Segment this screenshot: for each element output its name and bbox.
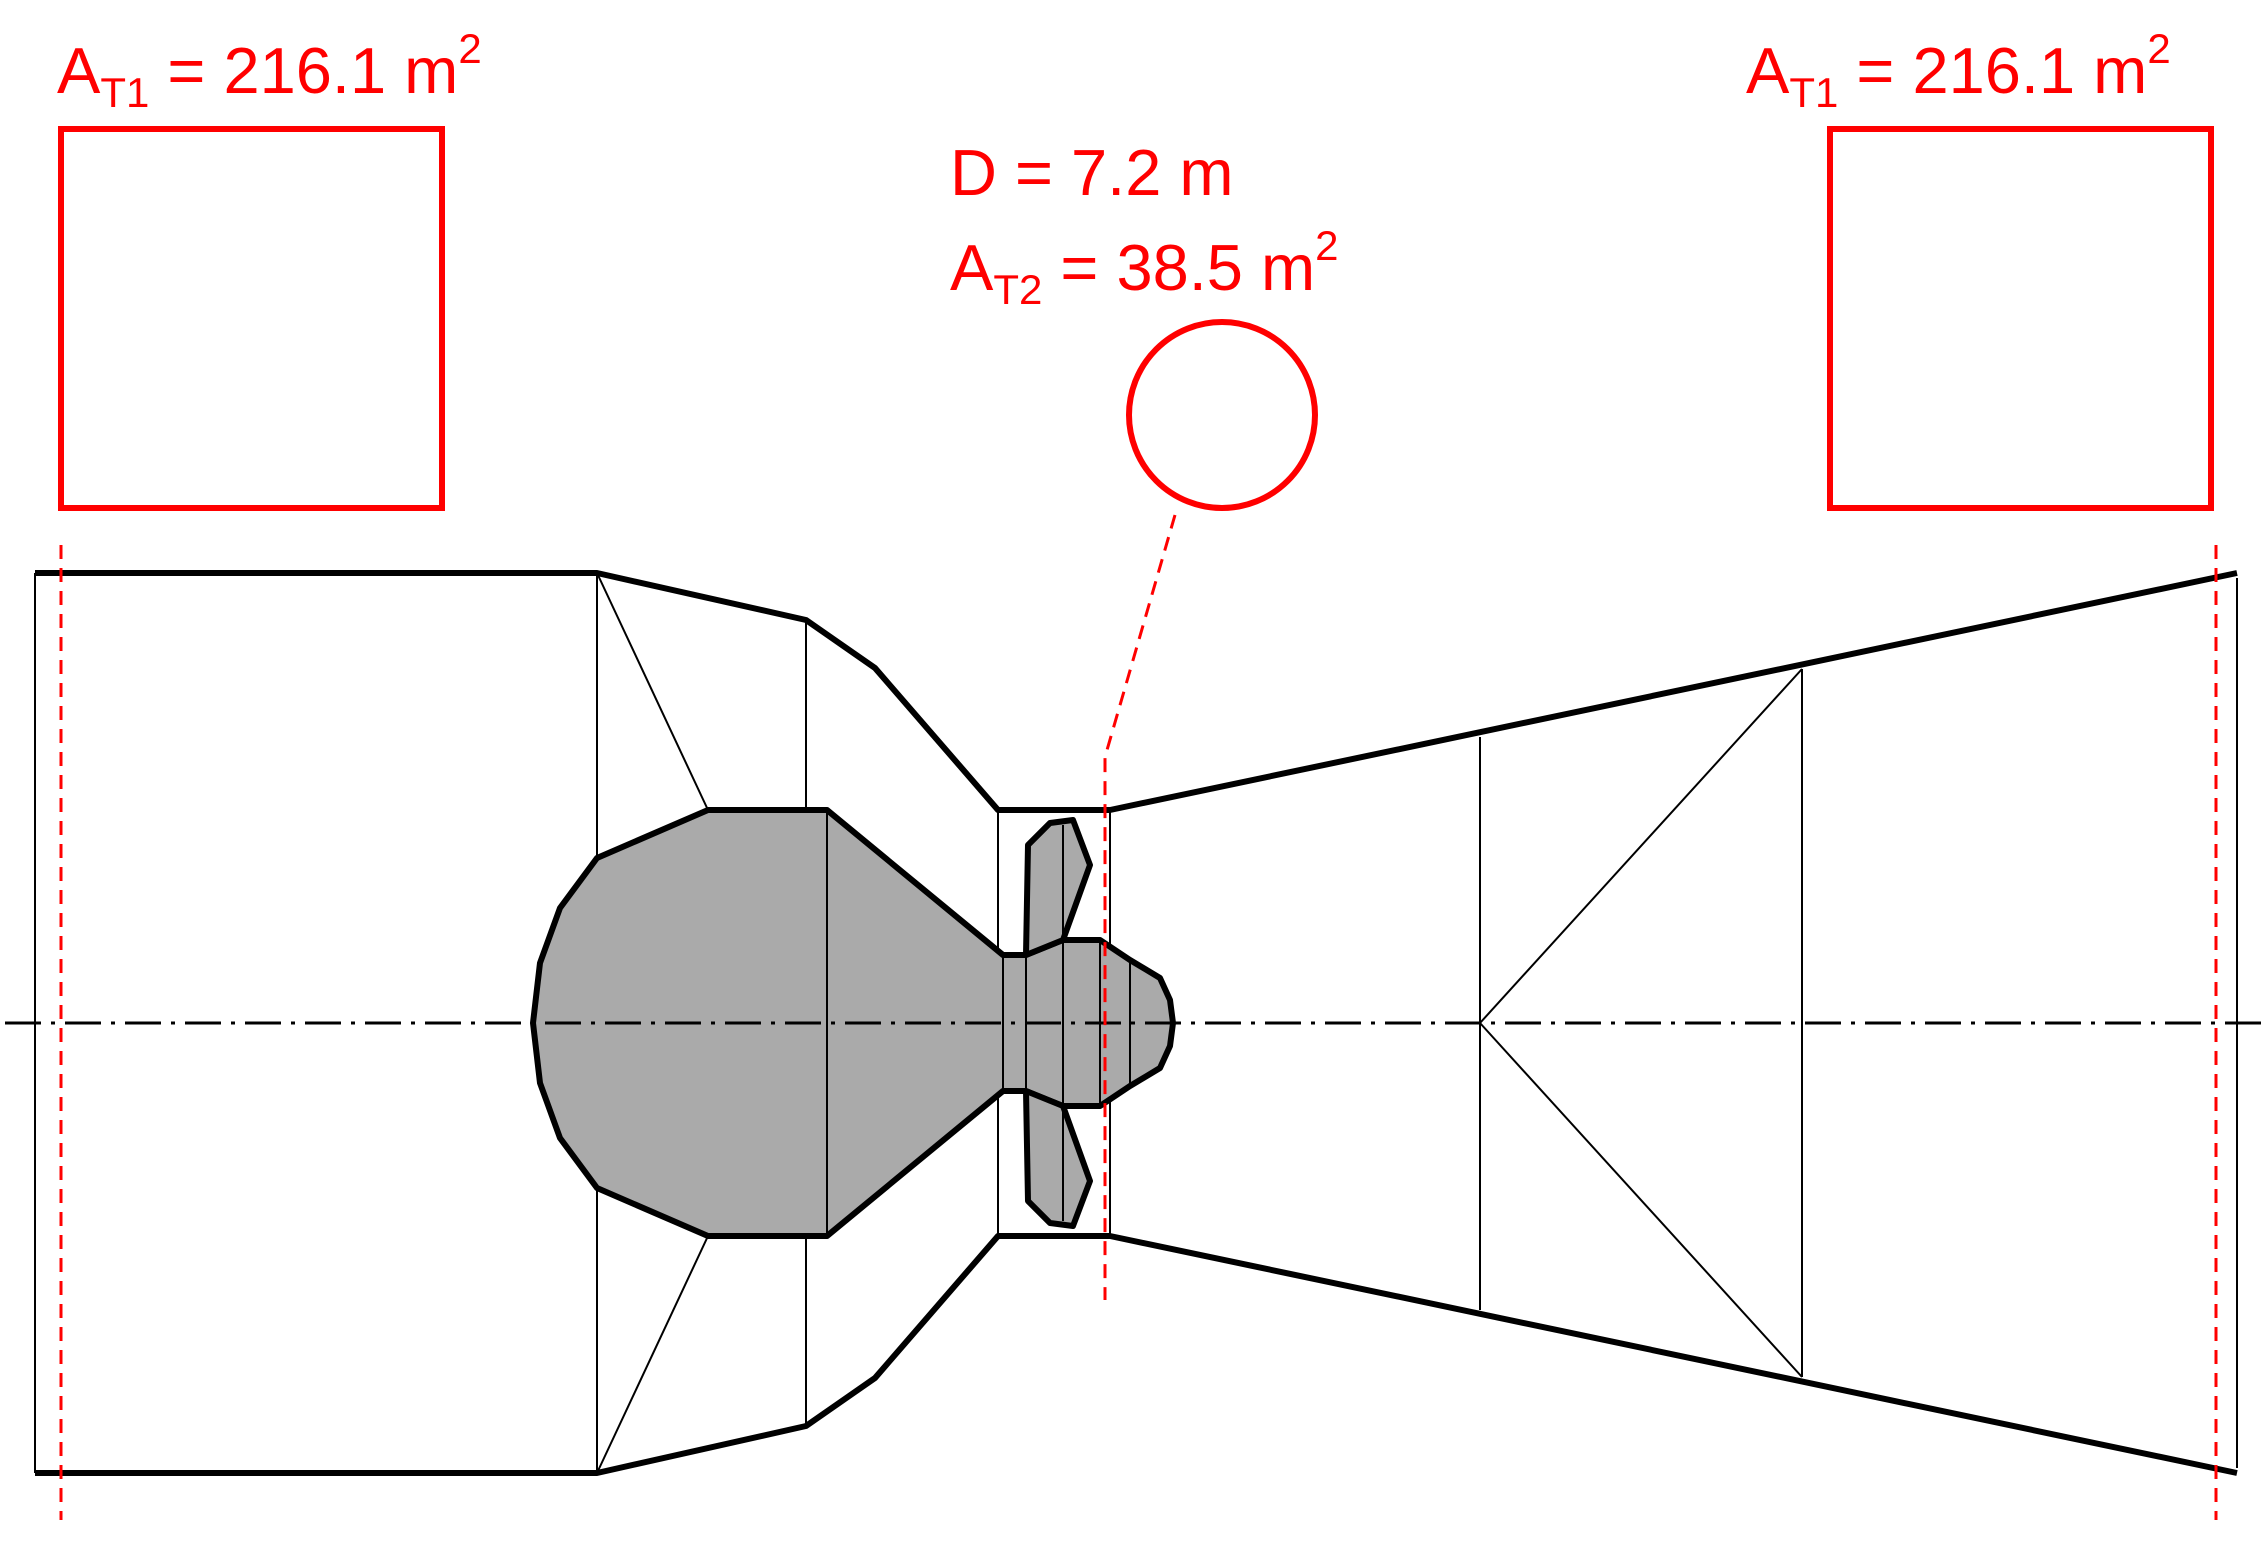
rotor-blade-upper <box>1023 817 1093 958</box>
rotor-area-label: AT2 = 38.5 m2 <box>950 222 1339 313</box>
inlet-area-square <box>58 126 445 511</box>
outlet-area-square <box>1827 126 2214 511</box>
outlet-area-label: AT1 = 216.1 m2 <box>1746 25 2171 116</box>
rotor-area-circle <box>1126 319 1318 511</box>
rotor-blade-lower <box>1023 1088 1093 1229</box>
inlet-area-label: AT1 = 216.1 m2 <box>57 25 482 116</box>
tunnel-outline <box>35 570 2238 1476</box>
annotations <box>58 126 2218 1520</box>
rotor-leader-line <box>1103 514 1177 1300</box>
rotor-diameter-label: D = 7.2 m <box>950 136 1234 209</box>
